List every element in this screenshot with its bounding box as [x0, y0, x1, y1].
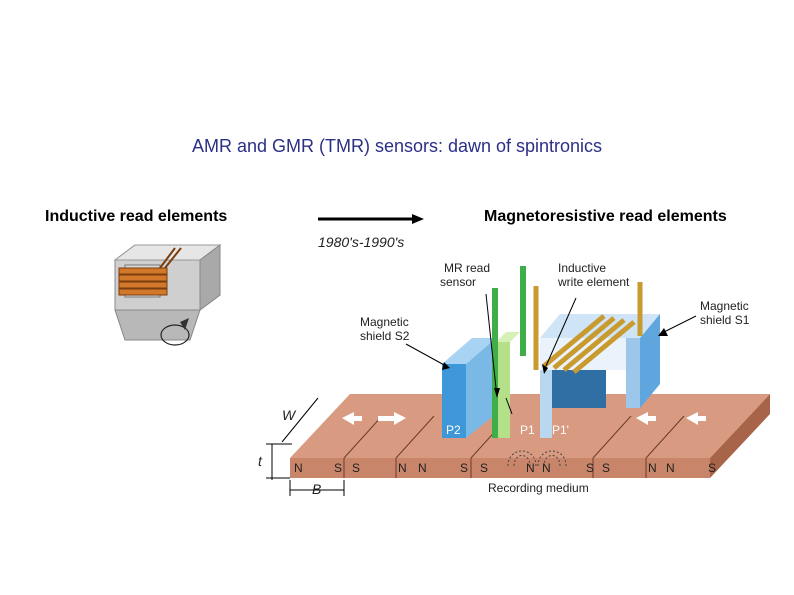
pole-label: S [586, 461, 594, 475]
mr-sensor-label: MR read [444, 261, 490, 275]
pole-label: N [648, 461, 657, 475]
write-coil [533, 282, 643, 374]
mr-read-sensor [492, 266, 526, 438]
inductive-head-illustration [113, 244, 222, 346]
mr-head-illustration: MR read sensor Inductive write element M… [258, 261, 770, 497]
dimension-markers [266, 397, 345, 496]
w-dimension-label: W [282, 407, 297, 423]
shield-s1-label: Magnetic [700, 299, 749, 313]
inductive-read-label: Inductive read elements [45, 208, 228, 225]
pole-label: S [334, 461, 342, 475]
magnetoresistive-read-label: Magnetoresistive read elements [484, 208, 727, 225]
pole-label: S [480, 461, 488, 475]
coil-icon [118, 267, 168, 296]
pole-label: N [398, 461, 407, 475]
pole-label: N [526, 461, 535, 475]
p1-prime-label: P1' [552, 423, 569, 437]
shield-s1-label-2: shield S1 [700, 313, 750, 327]
pole-label: N [418, 461, 427, 475]
pole-label: S [460, 461, 468, 475]
p2-label: P2 [446, 423, 461, 437]
shield-s2-label-2: shield S2 [360, 329, 410, 343]
pole-label: N [542, 461, 551, 475]
slide-title: AMR and GMR (TMR) sensors: dawn of spint… [191, 136, 603, 156]
pole-label: N [666, 461, 675, 475]
era-label: 1980's-1990's [318, 234, 405, 250]
mr-sensor-label-2: sensor [440, 275, 476, 289]
pole-label: S [352, 461, 360, 475]
recording-medium-label: Recording medium [488, 481, 589, 495]
transition-arrow [318, 214, 424, 224]
pole-label: N [294, 461, 303, 475]
b-dimension-label: B [312, 481, 321, 497]
magnetization-arrows [342, 412, 706, 425]
pole-label: S [602, 461, 610, 475]
inductive-write-label: Inductive [558, 261, 606, 275]
pole-label: S [708, 461, 716, 475]
p1-label: P1 [520, 423, 535, 437]
magnetic-shield-s2 [442, 338, 496, 438]
shield-s2-label: Magnetic [360, 315, 409, 329]
t-dimension-label: t [258, 453, 263, 469]
inductive-write-label-2: write element [557, 275, 630, 289]
